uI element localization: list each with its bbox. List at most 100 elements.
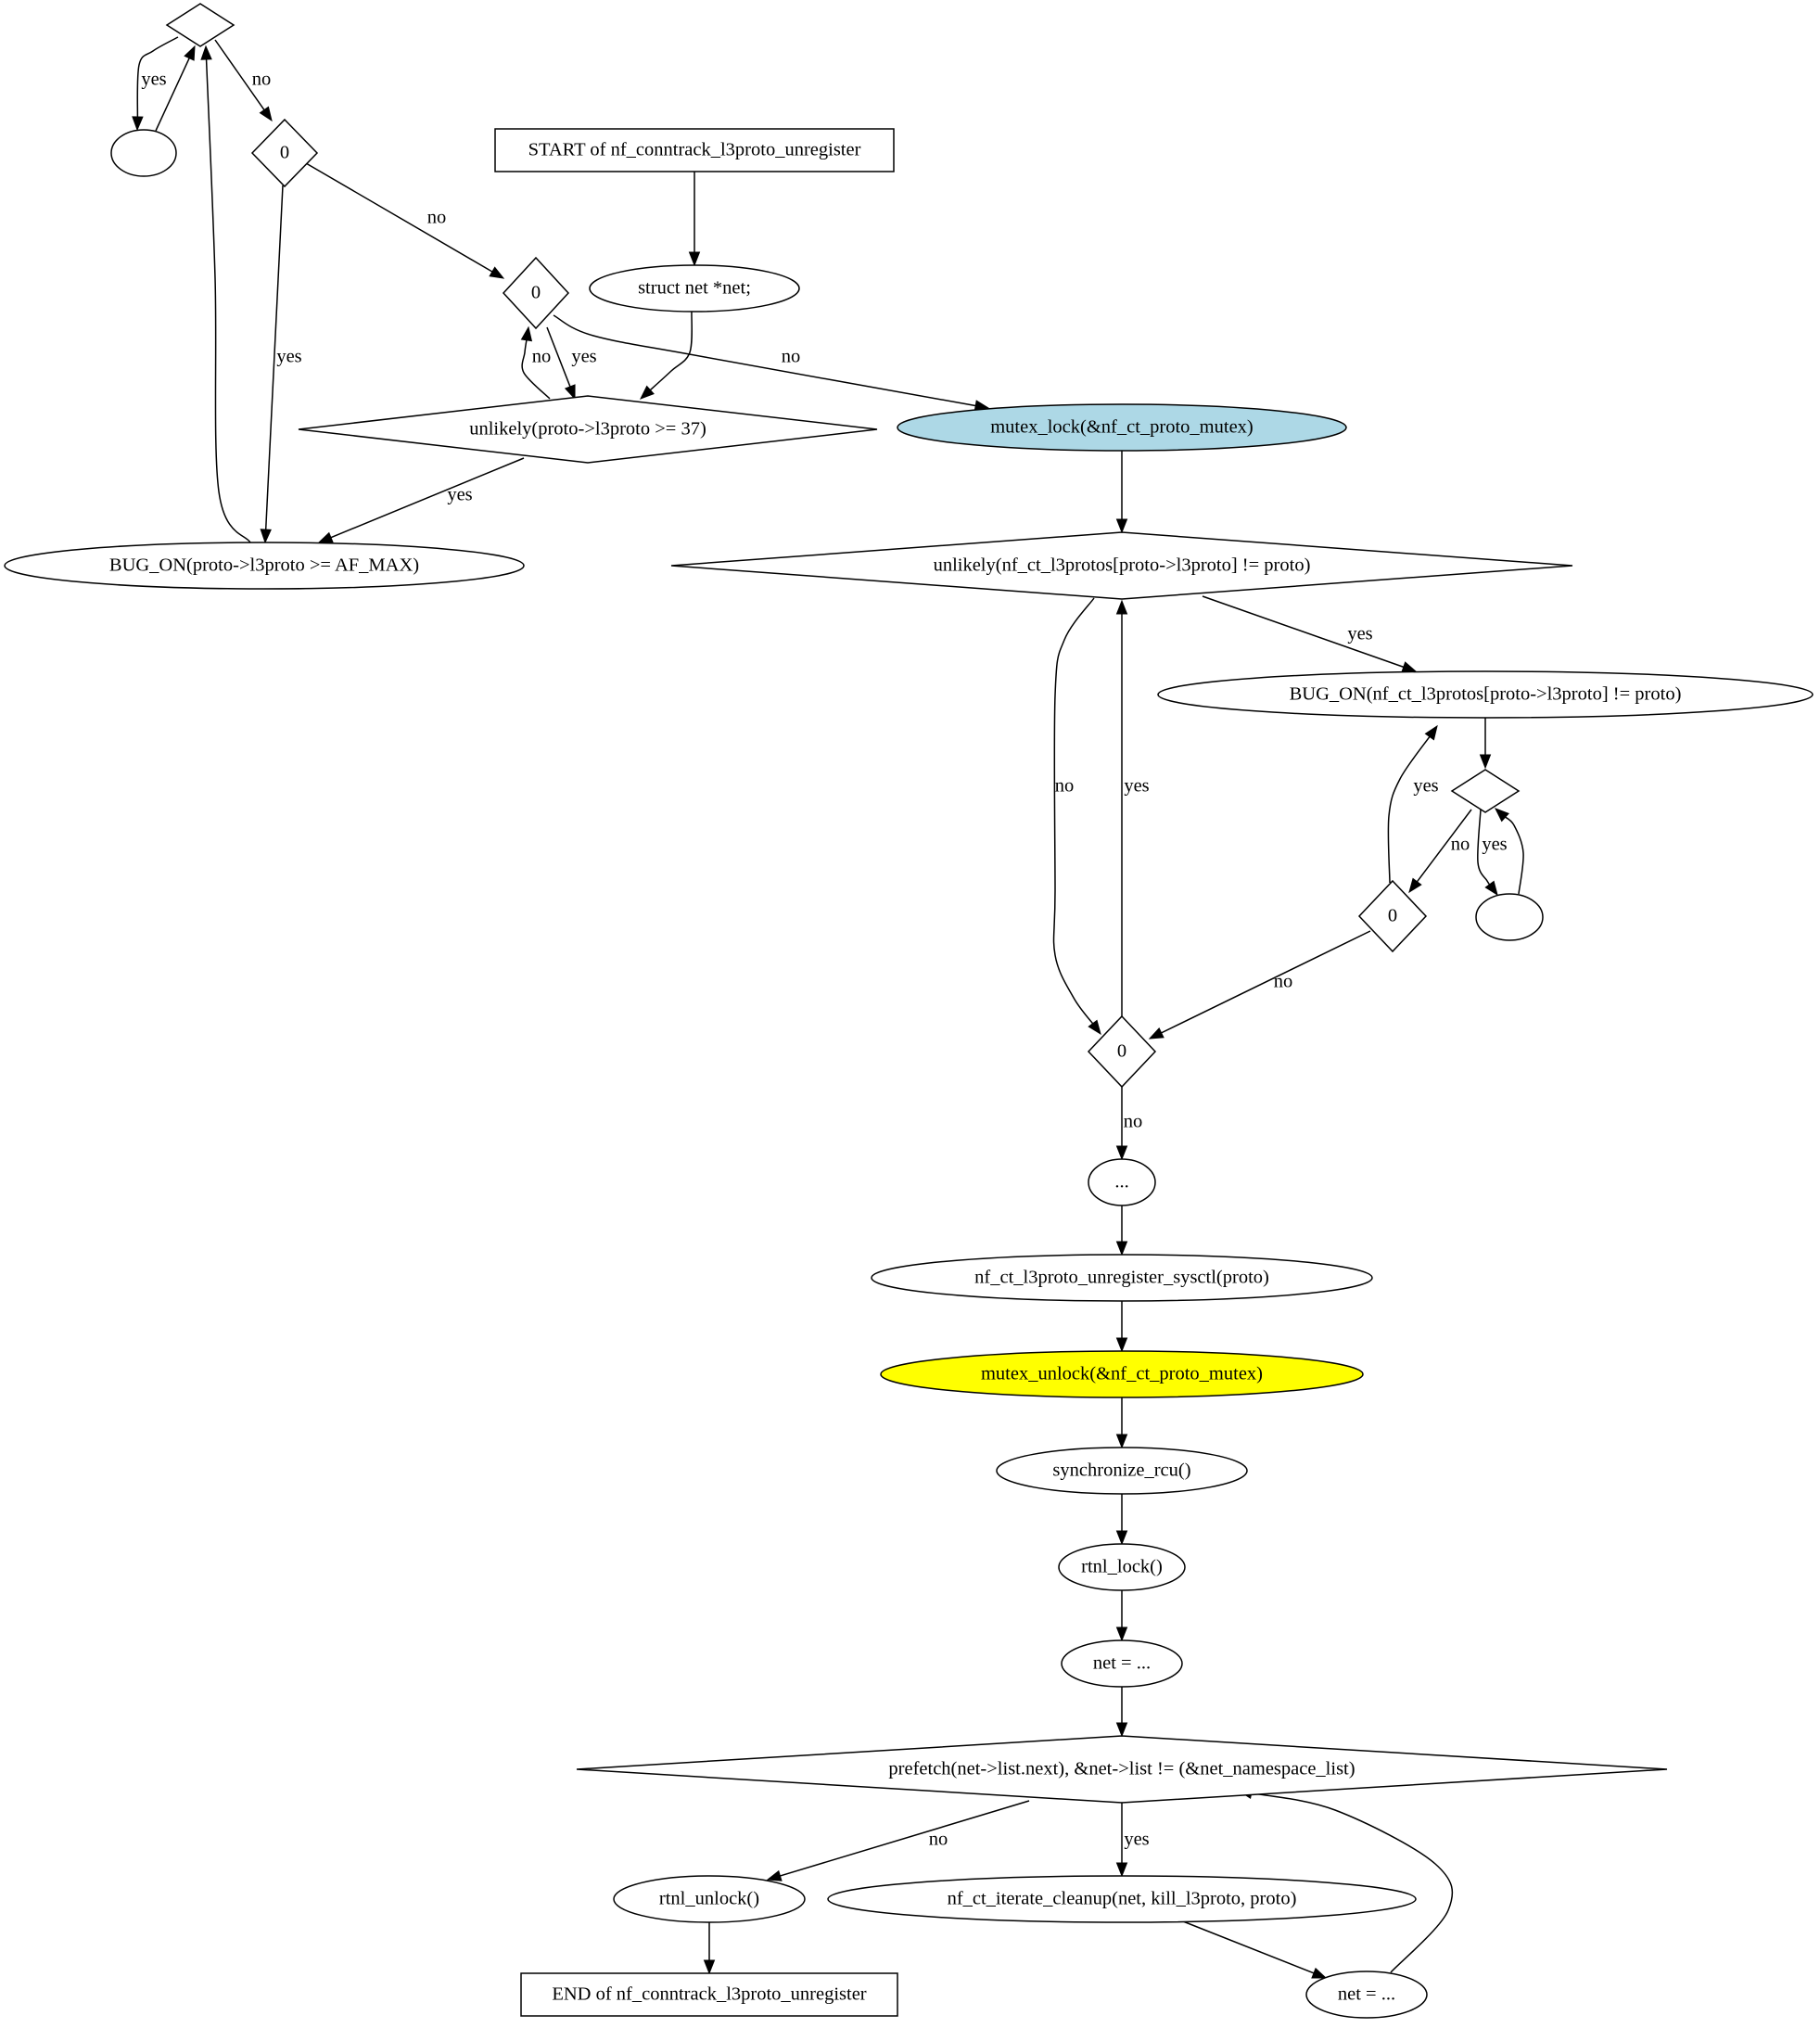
edge-loop_right_diamond-to-loop_right_ellipse: yes [1477, 809, 1508, 897]
node-net-assign-1: net = ... [1061, 1639, 1183, 1688]
edge-ellipsis-to-sysctl [1115, 1205, 1128, 1256]
node-unlikely-protos: unlikely(nf_ct_l3protos[proto->l3proto] … [670, 531, 1573, 600]
arrow-head [703, 1959, 716, 1975]
edge-label: no [782, 347, 801, 367]
edge-iterate_cleanup-to-net_assign_2 [1182, 1920, 1328, 1979]
node-label: net = ... [1338, 1984, 1395, 2005]
node-label: 0 [531, 283, 541, 303]
arrow-head [766, 1869, 783, 1881]
node-label: prefetch(net->list.next), &net->list != … [888, 1759, 1355, 1779]
edge-prefetch-to-rtnl_unlock: no [766, 1800, 1030, 1881]
node-rtnl-unlock: rtnl_unlock() [613, 1875, 806, 1923]
edge-line [1159, 930, 1371, 1035]
box-shape [494, 128, 895, 172]
edge-unlikely_protos-to-zero_d: no [1052, 597, 1101, 1036]
node-sysctl: nf_ct_l3proto_unregister_sysctl(proto) [871, 1254, 1373, 1302]
edge-unlikely_37-to-zero_b: no [520, 325, 551, 400]
edge-line [205, 57, 251, 543]
edge-line [1387, 734, 1432, 884]
node-unlikely-37: unlikely(proto->l3proto >= 37) [298, 395, 878, 464]
ellipse-shape [871, 1254, 1373, 1302]
edge-line [553, 314, 978, 407]
diamond-shape [670, 531, 1573, 600]
node-rtnl-lock: rtnl_lock() [1058, 1543, 1186, 1591]
edge-label: yes [571, 347, 596, 367]
edge-mutex_unlock-to-sync_rcu [1115, 1397, 1128, 1449]
edge-line [1052, 597, 1095, 1026]
edge-line [546, 326, 572, 389]
edge-label: no [1055, 776, 1075, 797]
diamond-shape [1450, 769, 1521, 813]
edge-zero_b-to-unlikely_37: yes [546, 326, 597, 401]
node-label: ... [1114, 1172, 1128, 1193]
ellipse-shape [1088, 1158, 1156, 1206]
edge-label: yes [141, 70, 166, 90]
diamond-shape [1087, 1014, 1157, 1089]
node-iterate-cleanup: nf_ct_iterate_cleanup(net, kill_l3proto,… [827, 1875, 1417, 1923]
ellipse-shape [996, 1447, 1248, 1495]
node-label: START of nf_conntrack_l3proto_unregister [528, 140, 861, 160]
node-label: nf_ct_l3proto_unregister_sysctl(proto) [974, 1268, 1269, 1288]
node-loop-right-ellipse [1475, 893, 1544, 941]
edge-label: no [1124, 1112, 1143, 1132]
ellipse-shape [4, 542, 525, 590]
edge-rtnl_lock-to-net_assign_1 [1115, 1590, 1128, 1642]
edge-zero_b-to-mutex_lock: no [553, 314, 990, 412]
edge-label: no [929, 1830, 948, 1850]
edge-loop_top_diamond-to-zero_a: no [214, 39, 273, 122]
node-label: 0 [1117, 1041, 1126, 1062]
ellipse-shape [1058, 1543, 1186, 1591]
node-struct-net: struct net *net; [589, 264, 800, 312]
edge-line [778, 1800, 1030, 1878]
edge-loop_right_diamond-to-zero_c: no [1408, 809, 1472, 894]
edge-line [521, 338, 551, 400]
edge-loop_top_ellipse-to-loop_top_diamond [155, 45, 196, 132]
arrow-head [1484, 880, 1498, 897]
edge-loop_top_diamond-to-loop_top_ellipse: yes [132, 36, 179, 132]
node-label: 0 [280, 143, 289, 163]
arrow-head [1115, 599, 1128, 615]
arrow-head [1408, 877, 1422, 894]
arrow-head [1115, 1434, 1128, 1449]
arrow-head [132, 116, 144, 132]
edge-mutex_lock-to-unlikely_protos [1115, 451, 1128, 534]
edge-zero_c-to-zero_d: no [1148, 930, 1371, 1040]
edge-label: yes [1347, 624, 1372, 644]
node-ellipsis: ... [1088, 1158, 1156, 1206]
node-loop-right-diamond [1450, 769, 1521, 813]
ellipse-shape [897, 403, 1347, 452]
ellipse-shape [827, 1875, 1417, 1923]
nodes-layer: 0 START of nf_conntrack_l3proto_unregiste… [4, 3, 1814, 2019]
node-zero-c: 0 [1357, 879, 1428, 953]
arrow-head [688, 251, 701, 267]
edge-line [136, 36, 179, 120]
node-label: mutex_lock(&nf_ct_proto_mutex) [990, 417, 1254, 438]
node-label: 0 [1388, 906, 1397, 926]
arrow-head [1494, 808, 1509, 823]
node-label: nf_ct_iterate_cleanup(net, kill_l3proto,… [948, 1889, 1297, 1909]
box-shape [520, 1972, 898, 2017]
arrow-head [1115, 1241, 1128, 1256]
edge-bug_on_afmax-to-loop_top_diamond [200, 45, 251, 543]
edge-label: yes [447, 485, 472, 505]
edge-line [155, 56, 191, 132]
arrow-head [1115, 1626, 1128, 1642]
edge-line [1202, 595, 1406, 669]
arrow-head [1115, 1145, 1128, 1161]
arrow-head [1115, 1722, 1128, 1738]
edge-label: no [252, 70, 272, 90]
arrow-head [260, 529, 272, 544]
node-label: struct net *net; [638, 278, 751, 299]
edge-label: yes [1413, 776, 1438, 797]
node-label: BUG_ON(proto->l3proto >= AF_MAX) [109, 555, 419, 576]
arrow-head [520, 325, 533, 342]
node-label: synchronize_rcu() [1052, 1460, 1190, 1481]
ellipse-shape [1305, 1971, 1428, 2019]
node-end: END of nf_conntrack_l3proto_unregister [520, 1972, 898, 2017]
ellipse-shape [1475, 893, 1544, 941]
node-zero-d: 0 [1087, 1014, 1157, 1089]
arrow-head [564, 384, 576, 401]
ellipse-shape [613, 1875, 806, 1923]
ellipse-shape [880, 1350, 1364, 1398]
